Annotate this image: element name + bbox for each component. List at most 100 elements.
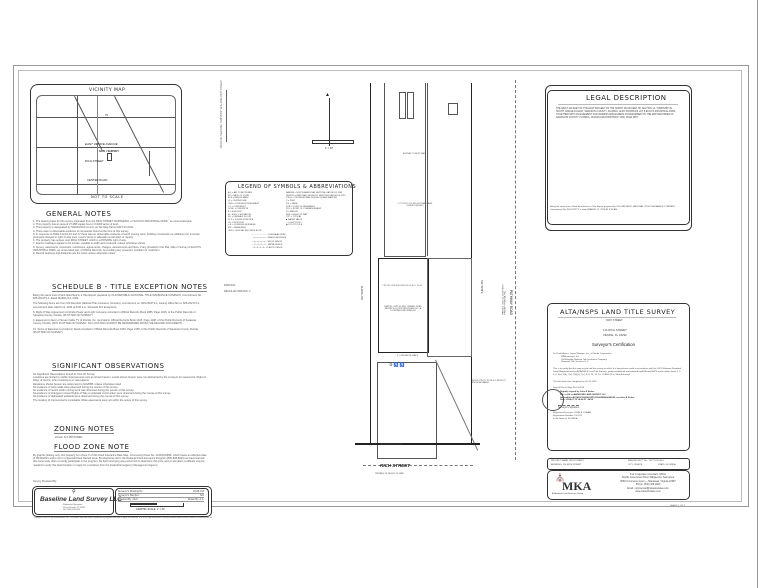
vicinity-label-rich: RICH STREET bbox=[85, 159, 104, 163]
project-name: PROJECT NAME: RICH STREET bbox=[551, 460, 584, 462]
mka-logo: MKA bbox=[562, 479, 592, 493]
page-edge bbox=[757, 0, 758, 588]
bearing-line bbox=[226, 90, 227, 142]
legend-panel: LEGEND OF SYMBOLS & ABBREVIATIONS A/C = … bbox=[225, 181, 357, 256]
significant-observations-title: SIGNIFICANT OBSERVATIONS bbox=[52, 362, 165, 371]
dumpster-pad-right bbox=[407, 92, 414, 119]
lot-label: LOT 8 ECCO'S INDUSTRIAL PARK (UNRECORDED… bbox=[397, 203, 433, 207]
project-info-panel: PROJECT NAME: RICH STREET ADDRESS: 114 R… bbox=[547, 458, 690, 470]
north-arrow bbox=[329, 98, 330, 146]
light-pole-icon: ☼ bbox=[286, 221, 288, 224]
vicinity-map-panel: VICINITY MAP EAST VENICE AVENUE RICH STR… bbox=[30, 84, 182, 204]
copyright-text: Copyright 2005-2024 by MKAssociates, Inc… bbox=[34, 517, 214, 519]
general-note: 8. Survey, easements, covenants, restric… bbox=[33, 245, 201, 252]
scale-bar-label: 1" = 30' bbox=[325, 147, 334, 150]
schedule-b-list: Being the same tract of land described i… bbox=[33, 294, 203, 334]
signature-label: Surveyor's Signature bbox=[558, 405, 580, 409]
front-parking bbox=[377, 362, 437, 459]
cert-text: This is to certify that this map or plat… bbox=[553, 368, 681, 376]
prepared-by-label: Survey Prepared By: bbox=[33, 480, 57, 483]
parking-text: REGULAR SPACES: 3 bbox=[224, 290, 251, 293]
mka-project-number: MKA PROJECT No.: 10771-24-0014 bbox=[628, 460, 664, 462]
east-bearing: N01°45'28"E bbox=[480, 280, 483, 294]
side-lot-area bbox=[427, 258, 472, 357]
schedule-b-intro: Being the same tract of land described i… bbox=[33, 294, 202, 301]
parking-space-icons: ③ ♿ ♿ bbox=[389, 362, 405, 367]
building-footprint bbox=[378, 258, 429, 353]
observation-item: No Significant Observations Found At Tim… bbox=[33, 373, 96, 376]
sidewalk-label: 5' CONCRETE WALK bbox=[397, 355, 419, 357]
building-label: 1 STORY CBS BUILDING F.F. ELEV = 13.43 bbox=[382, 285, 422, 287]
general-note: 9. Record bearings and distances are the… bbox=[33, 252, 116, 256]
general-note: 1. The bearing base for this survey orig… bbox=[33, 220, 193, 223]
surveyor-seal bbox=[542, 389, 564, 411]
prepared-by-panel: ⚲ Baseline Land Survey LLC Registered Su… bbox=[32, 486, 212, 517]
observation-item: Locations are limited to visible improve… bbox=[33, 376, 207, 383]
front-lot-line bbox=[355, 443, 480, 445]
legend-line-types: — — — — — — OVERHEAD WIRE —x—x—x—x— CHAI… bbox=[252, 234, 287, 250]
scale-bar bbox=[312, 140, 354, 144]
project-state: STATE: FLORIDA bbox=[658, 464, 676, 466]
legend-right: NAVD88 = NORTH AMERICAN VERTICAL DATUM O… bbox=[286, 192, 346, 227]
general-note: 7. Interior roadways appear to be privat… bbox=[33, 242, 146, 246]
date-of-plat: Date of Plat or Map: 05-21-2024 bbox=[553, 387, 585, 389]
observation-item: The location of improvements is plottabl… bbox=[33, 398, 148, 402]
cert-to: To: Fred Meyer's Liquor Nitrogen, Inc., … bbox=[553, 353, 612, 364]
general-note: 2. This property has an area of 27,488 s… bbox=[33, 223, 119, 227]
mka-building-icon: ⛪ bbox=[555, 473, 565, 482]
sheet-inner-border bbox=[18, 70, 742, 502]
north-arrow-mini bbox=[149, 151, 150, 176]
front-bearing: N88°20'00"W 100.00' bbox=[381, 444, 403, 446]
alta-address1: 114 RICH STREET bbox=[603, 328, 627, 332]
west-bearing: S01°45'28"W bbox=[361, 285, 364, 300]
schedule-b-title: SCHEDULE B - TITLE EXCEPTION NOTES bbox=[52, 283, 208, 292]
observation-item: No evidence of delineated wetlands were … bbox=[33, 395, 129, 399]
company-address: Registered Surveyors Venice Florida, FL … bbox=[63, 504, 86, 512]
asphalt-area bbox=[384, 83, 426, 257]
field-work-date: The field work was completed on 05-11-20… bbox=[553, 381, 597, 383]
general-note: 5. In response to Table A items 16 and 1… bbox=[33, 232, 200, 240]
flood-zone-text: By graphic plotting only, this property … bbox=[33, 454, 207, 467]
observation-item: No evidence of party walls were observed… bbox=[33, 385, 119, 389]
general-note: 4. There was no observable evidence of c… bbox=[33, 229, 129, 233]
utility-box bbox=[448, 103, 458, 115]
graphic-scale-label: GRAPHIC SCALE: 1" = 30' bbox=[136, 508, 165, 511]
graphic-scale-bar bbox=[130, 503, 184, 507]
street-centerline bbox=[363, 465, 473, 466]
company-name: Baseline Land Survey LLC bbox=[40, 496, 122, 503]
company-box: ⚲ Baseline Land Survey LLC Registered Su… bbox=[34, 488, 122, 515]
pathway-road-label: PATHWAY ROAD bbox=[509, 290, 513, 315]
general-notes-title: GENERAL NOTES bbox=[46, 210, 112, 218]
drive-line bbox=[427, 83, 458, 256]
schedule-b-item: 9. Easement in favor of Seven Cable TV o… bbox=[33, 319, 197, 326]
mka-panel: ⛪ MKA A National Land Services Group For… bbox=[547, 470, 690, 500]
legend-title: LEGEND OF SYMBOLS & ABBREVIATIONS bbox=[238, 184, 357, 190]
cert-title: Surveyor's Certification bbox=[592, 342, 635, 347]
vicinity-label-center: CENTER ROAD bbox=[87, 178, 108, 182]
survey-instrument-icon: ⚲ bbox=[72, 489, 76, 495]
digital-signature: Digitally signed by John E Kuhar DN: c=U… bbox=[560, 391, 635, 402]
zoning-text: Zoned: IGT PROVIDED bbox=[55, 436, 83, 439]
schedule-b-item: 10. Terms of Easement provided in Deed r… bbox=[33, 327, 199, 334]
general-note: 3. This property is designated by SARASO… bbox=[33, 226, 134, 230]
registered-surveyor: Registered Surveyor: JOHN E. KUHAR Regis… bbox=[553, 412, 592, 420]
vicinity-label-75: 75 bbox=[105, 114, 108, 117]
parcel-owner-label: PARCEL: 0427-01-0011 OWNER: FRED MEYER'S… bbox=[384, 306, 422, 312]
asphalt-label: ASPHALT DRIVE WAY bbox=[403, 153, 426, 155]
legal-description-text: THE WEST 100 FEET OF THE EAST 800 FEET O… bbox=[556, 108, 676, 119]
alta-title: ALTA/NSPS LAND TITLE SURVEY bbox=[560, 308, 676, 316]
site-plan: ASPHALT DRIVE WAY LOT 8 ECCO'S INDUSTRIA… bbox=[355, 80, 540, 510]
vicinity-map-title: VICINITY MAP bbox=[89, 88, 126, 93]
alta-panel: ALTA/NSPS LAND TITLE SURVEY RICH STREET … bbox=[542, 303, 690, 451]
alta-subtitle: RICH STREET bbox=[606, 319, 623, 322]
schedule-b-item: 8. Right of Way Agreement to Florida Pow… bbox=[33, 310, 196, 318]
rich-street-label: RICH STREET bbox=[380, 463, 411, 468]
drawing-info-table: Surveyor's Drawing No.:24-05-013 Surveyo… bbox=[118, 490, 204, 502]
observation-item: No evidence of changes in street Rights … bbox=[33, 392, 171, 396]
parking-label: PARKING bbox=[224, 284, 236, 287]
sheet-number: SHEET: 1 OF 1 bbox=[670, 505, 685, 507]
observation-item: Elevations shown hereon are referenced t… bbox=[33, 382, 122, 386]
zoning-notes-title: ZONING NOTES bbox=[54, 425, 115, 434]
mka-contact: For Inquiries Contact: MKA North America… bbox=[620, 472, 676, 494]
